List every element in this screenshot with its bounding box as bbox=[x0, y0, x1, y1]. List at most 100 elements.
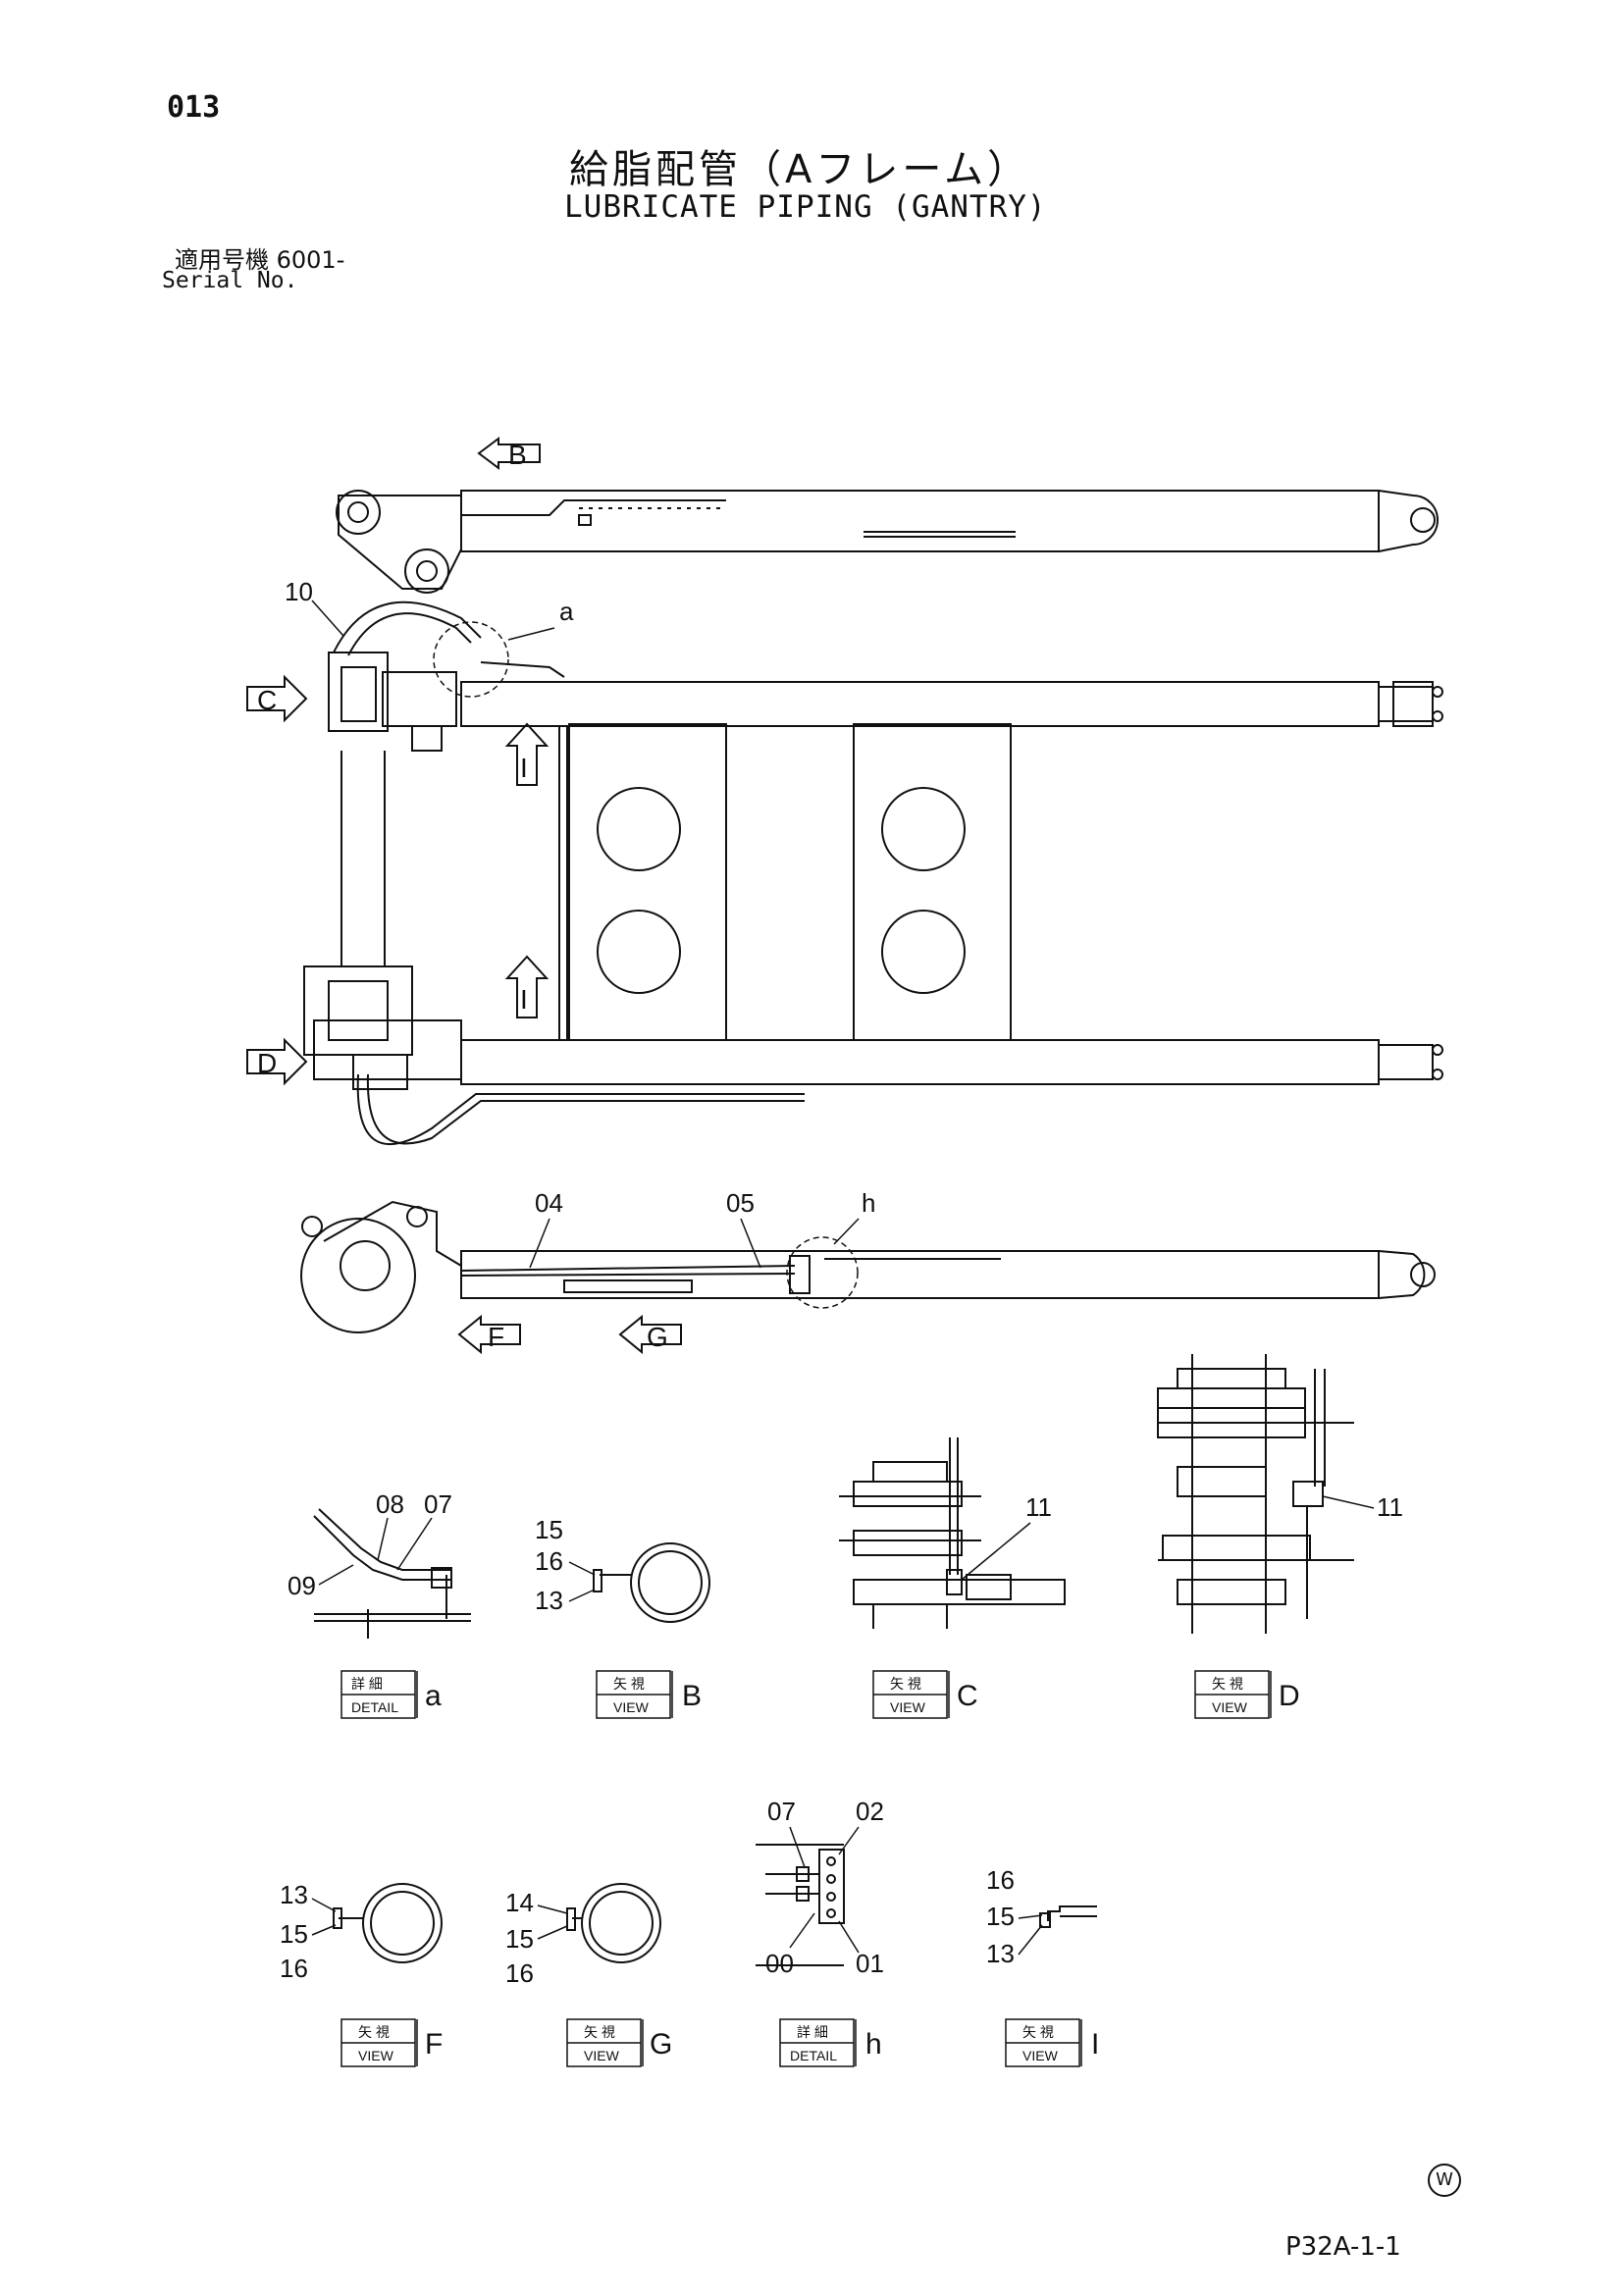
view-arrow-i-lower: I bbox=[504, 955, 550, 1018]
view-arrow-g: G bbox=[618, 1314, 682, 1355]
svg-text:a: a bbox=[559, 597, 574, 626]
svg-text:13: 13 bbox=[986, 1939, 1015, 1968]
gantry-plan-view bbox=[303, 600, 1443, 1146]
watermark-circle-symbol: W bbox=[1428, 2164, 1461, 2197]
view-box-d: 矢 視 VIEW D bbox=[1194, 1670, 1300, 1719]
svg-text:a: a bbox=[425, 1680, 442, 1712]
svg-text:15: 15 bbox=[505, 1924, 534, 1954]
drawing-code: P32A-1-1 bbox=[1285, 2232, 1401, 2262]
svg-text:F: F bbox=[488, 1322, 504, 1352]
svg-text:C: C bbox=[957, 1680, 978, 1712]
view-c-callouts: 11 bbox=[961, 1492, 1052, 1581]
svg-text:VIEW: VIEW bbox=[890, 1699, 926, 1715]
svg-text:VIEW: VIEW bbox=[1022, 2048, 1059, 2063]
svg-text:04: 04 bbox=[535, 1188, 563, 1218]
page-number: 013 bbox=[167, 90, 221, 125]
view-b-callouts: 15 16 13 bbox=[535, 1515, 596, 1615]
view-box-c: 矢 視 VIEW C bbox=[872, 1670, 978, 1719]
serial-label-english: Serial No. bbox=[162, 268, 298, 293]
svg-text:VIEW: VIEW bbox=[1212, 1699, 1248, 1715]
svg-text:02: 02 bbox=[856, 1797, 884, 1826]
svg-text:15: 15 bbox=[535, 1515, 563, 1544]
view-box-b: 矢 視 VIEW B bbox=[596, 1670, 702, 1719]
detail-h-callouts: 07 02 00 01 bbox=[765, 1797, 884, 1978]
main-callouts: 10 a 04 05 h bbox=[285, 577, 875, 1269]
svg-text:矢 視: 矢 視 bbox=[613, 1676, 645, 1692]
view-i-callouts: 16 15 13 bbox=[986, 1865, 1043, 1968]
svg-text:16: 16 bbox=[535, 1546, 563, 1576]
svg-text:B: B bbox=[682, 1680, 702, 1712]
svg-text:詳 細: 詳 細 bbox=[351, 1676, 383, 1692]
view-c-figure bbox=[839, 1437, 1066, 1629]
svg-text:VIEW: VIEW bbox=[358, 2048, 394, 2063]
svg-text:00: 00 bbox=[765, 1949, 794, 1978]
svg-text:09: 09 bbox=[288, 1571, 316, 1600]
svg-text:VIEW: VIEW bbox=[613, 1699, 650, 1715]
view-box-i: 矢 視 VIEW I bbox=[1005, 2018, 1099, 2067]
svg-text:G: G bbox=[647, 1322, 668, 1352]
svg-text:矢 視: 矢 視 bbox=[1022, 2024, 1054, 2040]
svg-text:D: D bbox=[257, 1048, 277, 1078]
top-beam bbox=[336, 490, 1439, 594]
svg-text:07: 07 bbox=[767, 1797, 796, 1826]
svg-text:16: 16 bbox=[505, 1958, 534, 1988]
svg-text:h: h bbox=[865, 2028, 882, 2061]
svg-text:11: 11 bbox=[1025, 1492, 1052, 1522]
svg-text:F: F bbox=[425, 2028, 443, 2061]
svg-text:13: 13 bbox=[280, 1880, 308, 1909]
svg-text:14: 14 bbox=[505, 1888, 534, 1917]
detail-a-figure bbox=[313, 1508, 471, 1639]
svg-text:I: I bbox=[520, 984, 528, 1015]
view-box-f: 矢 視 VIEW F bbox=[340, 2018, 443, 2067]
view-box-g: 矢 視 VIEW G bbox=[566, 2018, 672, 2067]
bottom-beam bbox=[300, 1200, 1436, 1333]
svg-text:08: 08 bbox=[376, 1489, 404, 1519]
svg-text:I: I bbox=[1091, 2028, 1099, 2061]
serial-label-japanese: 適用号機 6001- bbox=[175, 246, 345, 274]
svg-text:矢 視: 矢 視 bbox=[584, 2024, 615, 2040]
svg-text:D: D bbox=[1279, 1680, 1300, 1712]
view-g-callouts: 14 15 16 bbox=[505, 1888, 568, 1988]
view-d-callouts: 11 bbox=[1322, 1492, 1403, 1522]
view-g-figure bbox=[566, 1883, 661, 1963]
view-arrow-b: B bbox=[477, 437, 541, 470]
svg-text:B: B bbox=[508, 440, 527, 470]
svg-text:16: 16 bbox=[986, 1865, 1015, 1895]
svg-text:15: 15 bbox=[280, 1919, 308, 1949]
view-d-figure bbox=[1157, 1354, 1354, 1634]
svg-text:11: 11 bbox=[1377, 1492, 1403, 1522]
detail-a-callouts: 08 07 09 bbox=[288, 1489, 452, 1600]
svg-text:DETAIL: DETAIL bbox=[351, 1699, 398, 1715]
svg-text:07: 07 bbox=[424, 1489, 452, 1519]
view-arrow-i-upper: I bbox=[504, 722, 550, 786]
title-english: LUBRICATE PIPING (GANTRY) bbox=[564, 189, 1047, 225]
svg-text:05: 05 bbox=[726, 1188, 755, 1218]
view-f-callouts: 13 15 16 bbox=[280, 1880, 337, 1983]
svg-text:C: C bbox=[257, 685, 277, 715]
svg-text:VIEW: VIEW bbox=[584, 2048, 620, 2063]
detail-box-h: 詳 細 DETAIL h bbox=[779, 2018, 882, 2067]
svg-text:矢 視: 矢 視 bbox=[1212, 1676, 1243, 1692]
view-arrow-f: F bbox=[457, 1314, 521, 1355]
view-i-figure bbox=[1039, 1905, 1097, 1928]
svg-text:詳 細: 詳 細 bbox=[797, 2024, 828, 2040]
detail-box-a: 詳 細 DETAIL a bbox=[340, 1670, 442, 1719]
svg-text:G: G bbox=[650, 2028, 672, 2061]
view-arrow-d: D bbox=[246, 1037, 308, 1086]
svg-text:16: 16 bbox=[280, 1954, 308, 1983]
svg-text:I: I bbox=[520, 753, 528, 783]
view-f-figure bbox=[333, 1883, 443, 1963]
svg-text:10: 10 bbox=[285, 577, 313, 606]
svg-text:15: 15 bbox=[986, 1902, 1015, 1931]
svg-text:矢 視: 矢 視 bbox=[890, 1676, 921, 1692]
svg-text:矢 視: 矢 視 bbox=[358, 2024, 390, 2040]
title-japanese: 給脂配管（Aフレーム） bbox=[569, 147, 1031, 192]
svg-text:01: 01 bbox=[856, 1949, 884, 1978]
view-b-figure bbox=[593, 1542, 710, 1623]
svg-text:h: h bbox=[862, 1188, 875, 1218]
svg-text:DETAIL: DETAIL bbox=[790, 2048, 837, 2063]
detail-h-figure bbox=[756, 1844, 845, 1966]
svg-text:13: 13 bbox=[535, 1586, 563, 1615]
